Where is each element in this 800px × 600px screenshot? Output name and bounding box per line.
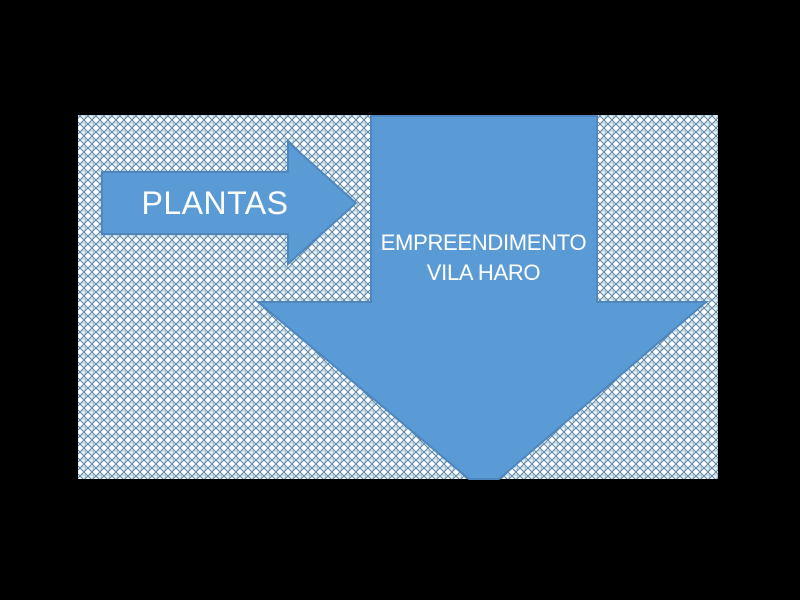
right-arrow-shape bbox=[101, 139, 358, 267]
down-arrow-shape bbox=[255, 115, 709, 480]
